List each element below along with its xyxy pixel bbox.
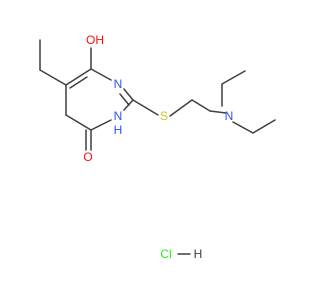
atom-s: S [160,109,168,123]
bond-n1-c2 [123,88,134,101]
structure-canvas: OH N O N H S N Cl H [39,33,276,261]
atom-hcl-cl: Cl [160,247,171,261]
bond-n3-c4 [90,119,112,131]
bond-s-ch2 [169,99,193,117]
bond-c4-c5 [65,114,92,131]
atom-nh-h: H [114,123,123,137]
bond-n-ethyl2 [232,121,254,134]
pyrimidine-ring [65,68,134,131]
atom-n-ring: N [114,77,123,91]
atom-nh-n: N [114,109,123,123]
atom-o-keto: O [83,150,92,164]
bond-c2-n3 [123,99,134,111]
substituents [39,39,276,255]
bond-ch2-ch2 [191,99,211,112]
bond-c5-ethyl [39,69,67,86]
molecule-drawing: OH N O N H S N Cl H [39,33,276,261]
bond-c5-c6 [65,68,92,86]
bond-c6-n1 [90,68,112,81]
atom-oh: OH [86,33,104,47]
atom-labels: OH N O N H S N Cl H [83,33,233,261]
bond-c2-s [132,99,159,116]
bond-c5-c6-double [69,76,88,89]
bond-n1-c2-double [119,93,130,106]
atom-n-amine: N [225,109,234,123]
bond-ethyl1-ch3 [221,70,246,85]
bond-ethyl2-ch3 [252,119,276,134]
bond-ch2-n [209,110,227,114]
atom-hcl-h: H [194,247,203,261]
